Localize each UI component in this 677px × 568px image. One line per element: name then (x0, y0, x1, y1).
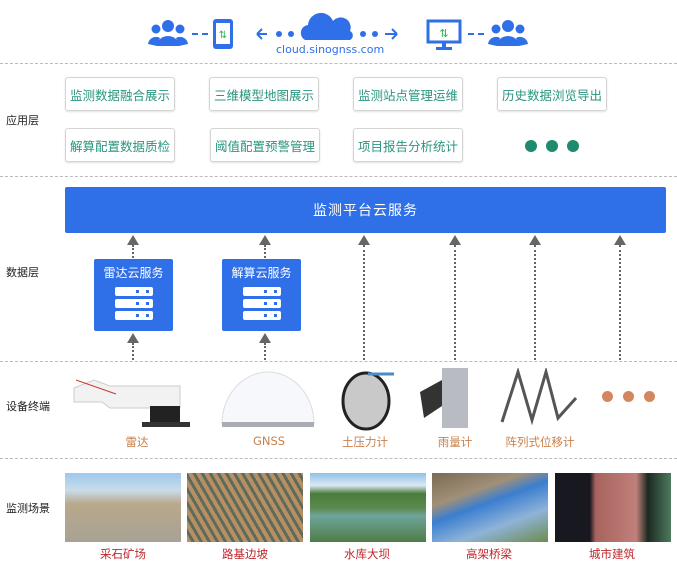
server-icon (94, 287, 173, 320)
device-label: 雷达 (125, 435, 149, 449)
arrow-line (363, 245, 365, 360)
solver-cloud-service[interactable]: 解算云服务 (222, 259, 301, 331)
radar-cloud-service[interactable]: 雷达云服务 (94, 259, 173, 331)
device-label: 雨量计 (437, 435, 473, 449)
device-label: GNSS (252, 434, 286, 448)
platform-cloud-service[interactable]: 监测平台云服务 (65, 187, 666, 233)
more-dot (623, 391, 634, 402)
connector (468, 33, 484, 35)
radar-device-image (73, 379, 190, 427)
layer-label-scene: 监测场景 (6, 502, 50, 515)
service-title: 雷达云服务 (103, 266, 164, 280)
more-dot (525, 140, 537, 152)
arrow-up-icon (529, 235, 541, 245)
arrow-up-icon (127, 333, 139, 343)
divider (0, 361, 677, 362)
reservoir-dam-photo (310, 473, 426, 542)
app-item[interactable]: 解算配置数据质检 (65, 128, 175, 162)
divider (0, 458, 677, 459)
gnss-device-image (221, 371, 315, 427)
arrow-line (619, 245, 621, 360)
more-dot (644, 391, 655, 402)
scene-label: 水库大坝 (344, 547, 390, 561)
scene-label: 采石矿场 (100, 547, 146, 561)
arrow-up-icon (358, 235, 370, 245)
arrow-line (264, 343, 266, 360)
app-item[interactable]: 历史数据浏览导出 (497, 77, 607, 111)
roadbed-slope-photo (187, 473, 303, 542)
layer-label-device: 设备终端 (6, 400, 50, 413)
more-dot (546, 140, 558, 152)
earth-pressure-gauge-image (341, 371, 394, 431)
scene-label: 城市建筑 (589, 547, 635, 561)
urban-building-photo (555, 473, 671, 542)
cloud-url: cloud.sinognss.com (276, 43, 385, 56)
elevated-bridge-photo (432, 473, 548, 542)
quarry-photo (65, 473, 181, 542)
users-icon (148, 20, 188, 46)
users-icon (488, 20, 528, 46)
phone-icon: ⇅ (213, 19, 233, 49)
rain-gauge-image (420, 368, 468, 428)
arrow-up-icon (449, 235, 461, 245)
arrow-up-icon (259, 235, 271, 245)
cloud-icon (256, 12, 398, 40)
arrow-line (264, 245, 266, 258)
monitor-icon: ⇅ (426, 19, 462, 50)
scene-label: 路基边坡 (222, 547, 268, 561)
arrow-up-icon (127, 235, 139, 245)
layer-label-data: 数据层 (6, 266, 39, 279)
svg-text:⇅: ⇅ (439, 27, 448, 40)
more-dot (602, 391, 613, 402)
app-item[interactable]: 阈值配置预警管理 (210, 128, 320, 162)
app-item[interactable]: 监测数据融合展示 (65, 77, 175, 111)
divider (0, 63, 677, 64)
displacement-meter-image (500, 368, 578, 426)
app-item[interactable]: 三维模型地图展示 (209, 77, 319, 111)
scene-label: 高架桥梁 (466, 547, 512, 561)
arrow-up-icon (259, 333, 271, 343)
arrow-line (132, 245, 134, 258)
connector (192, 33, 208, 35)
device-label: 阵列式位移计 (505, 435, 575, 449)
service-title: 解算云服务 (231, 266, 292, 280)
layer-label-application: 应用层 (6, 114, 39, 127)
svg-text:⇅: ⇅ (219, 30, 227, 41)
arrow-up-icon (614, 235, 626, 245)
arrow-line (534, 245, 536, 360)
divider (0, 176, 677, 177)
device-label: 土压力计 (342, 435, 388, 449)
app-item[interactable]: 监测站点管理运维 (353, 77, 463, 111)
more-dot (567, 140, 579, 152)
server-icon (222, 287, 301, 320)
arrow-line (132, 343, 134, 360)
app-item[interactable]: 项目报告分析统计 (353, 128, 463, 162)
arrow-line (454, 245, 456, 360)
